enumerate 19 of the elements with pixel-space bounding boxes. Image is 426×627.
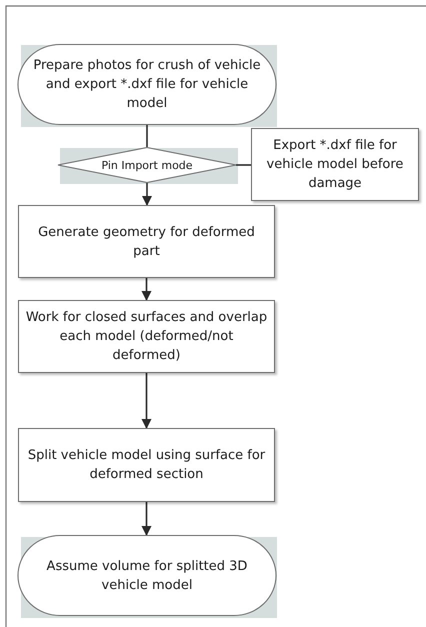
terminal-shape <box>18 44 276 125</box>
connector-line <box>236 164 251 166</box>
arrow <box>142 278 152 301</box>
process-box <box>18 205 275 278</box>
node-text: Split vehicle model using surface for deformed section <box>26 447 266 484</box>
node-text: Prepare photos for crush of vehicle and export *.dxf file for vehicle model <box>32 57 262 113</box>
process-box <box>18 300 275 373</box>
terminal-shape <box>18 535 276 616</box>
connector-line <box>146 125 148 147</box>
process-box <box>251 128 419 201</box>
node-text: Pin Import mode <box>101 158 193 174</box>
node-text: Export *.dxf file for vehicle model before damage <box>266 137 404 193</box>
process-box <box>18 428 275 502</box>
arrow <box>142 183 152 206</box>
node-text: Assume volume for splitted 3D vehicle model <box>46 558 248 594</box>
arrow <box>142 373 152 429</box>
node-text: Work for closed surfaces and overlap each model (deformed/not deformed) <box>24 309 268 365</box>
arrow <box>142 502 152 536</box>
node-text: Generate geometry for deformed part <box>37 224 256 260</box>
